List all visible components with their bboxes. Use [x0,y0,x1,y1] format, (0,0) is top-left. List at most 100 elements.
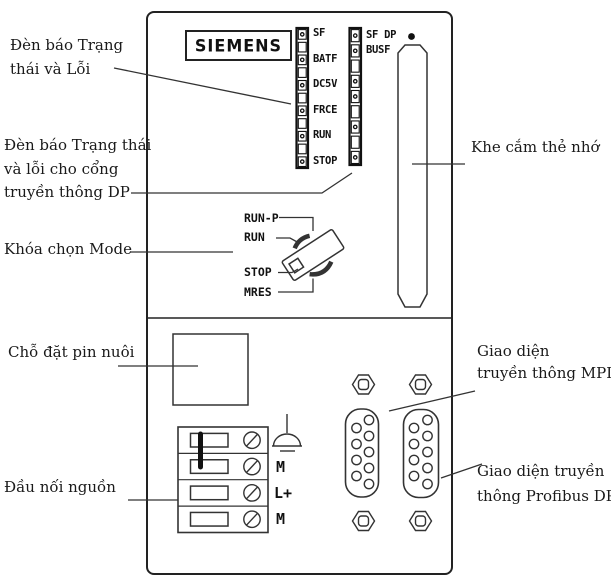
led-cell [350,89,360,104]
ground-symbol-icon [272,414,302,452]
led-cell [297,105,307,117]
led-dot [299,159,305,164]
dsub-pin-hole [422,430,433,442]
led-label-dc5v: DC5V [313,78,338,90]
dsub-pin-hole [363,446,375,458]
siemens-logo-text: SIEMENS [194,35,283,56]
hex-nut-icon [408,510,433,532]
led-dot [352,48,358,54]
terminal-screw-slash [246,486,258,500]
led-dot [352,124,358,130]
led-label-stop: STOP [313,155,338,167]
dsub-pin-holes [351,414,433,490]
led-cell [350,105,360,119]
led-dot [299,57,305,63]
terminal-opening [189,485,229,501]
terminal-row-dividers [178,452,268,507]
leader-mpi [388,390,476,412]
led-cell [350,74,360,88]
led-dot [299,82,305,88]
hex-nut-icon [351,510,376,532]
led-dot [299,108,305,114]
annotation-profibus: Giao diện truyền thông Profibus DP [477,462,611,505]
led-cell [350,150,360,165]
hex-nut-icon [351,374,376,395]
led-dot [299,133,305,139]
led-cell [297,29,307,40]
led-dot [352,78,358,84]
terminal-screw-icon [243,457,261,476]
led-column-left-cells [297,29,307,168]
key-body [281,229,345,281]
terminal-label-m1: M [276,458,286,476]
terminal-screw-icon [243,431,261,450]
hex-nut-icon [408,374,433,395]
annotation-mpi: Giao diện truyền thông MPI [477,342,611,382]
led-column-right [348,26,363,167]
led-cell [350,120,360,134]
mpi-connector [344,408,380,498]
leader-dp-leds [131,172,353,194]
annotation-battery: Chỗ đặt pin nuôi [8,343,135,361]
led-cell [297,54,307,66]
slot-marker-dot [408,33,415,40]
led-cell [297,67,307,78]
dsub-pin-hole [351,454,362,466]
led-cell [297,118,307,129]
battery-compartment [172,333,249,406]
terminal-screw-slash [246,460,258,473]
dsub-pin-hole [363,430,375,442]
key-slot-arc-top [292,233,311,250]
led-cell [350,29,360,43]
led-dot [352,94,358,99]
terminal-screw-slash [246,512,258,526]
dsub-pin-hole [351,438,362,450]
led-cell [297,41,307,53]
memory-card-slot [397,44,428,308]
profibus-connector [402,408,440,499]
mode-label-run: RUN [244,230,265,244]
dsub-pin-hole [422,478,433,490]
dsub-pin-hole [351,422,362,434]
led-cell [350,59,360,73]
mode-label-stop: STOP [244,265,272,279]
led-column-left [295,26,310,170]
led-cell [297,143,307,155]
leader-profibus [440,463,483,479]
terminal-screw-slash [246,433,258,447]
terminal-screw-icon [243,483,261,502]
dsub-pin-hole [351,470,362,482]
led-cell [297,156,307,168]
dsub-pin-hole [363,462,375,474]
dsub-pin-hole [408,454,420,466]
leader-lines [113,67,483,501]
leader-status-leds [113,67,292,105]
led-dot [299,32,305,37]
terminal-opening [189,459,229,475]
terminal-label-lplus: L+ [274,484,293,502]
led-label-sfdp: SF DP [366,29,397,41]
led-label-busf: BUSF [366,44,391,56]
mode-key-switch [276,216,345,293]
terminal-rows [189,431,261,529]
led-label-frce: FRCE [313,104,338,116]
dsub-pin-hole [408,438,420,450]
dsub-pin-hole [408,470,420,482]
led-dot [352,33,358,38]
key-slot-arc-bottom [309,260,334,277]
mode-position-ticks [276,216,314,293]
terminal-opening [189,511,229,527]
siemens-logo: SIEMENS [185,30,292,61]
led-cell [297,130,307,142]
annotation-memory-card: Khe cắm thẻ nhớ [471,138,600,156]
led-label-sf: SF [313,27,326,39]
key-hole [288,257,305,274]
dsub-pin-hole [363,414,375,426]
module-outline [146,11,453,575]
dsub-pin-hole [363,478,375,490]
annotation-dp-leds: Đèn báo Trạng thái và lỗi cho cổng truyề… [4,136,152,201]
dsub-pin-hole [422,462,433,474]
dsub-pin-hole [408,422,420,434]
